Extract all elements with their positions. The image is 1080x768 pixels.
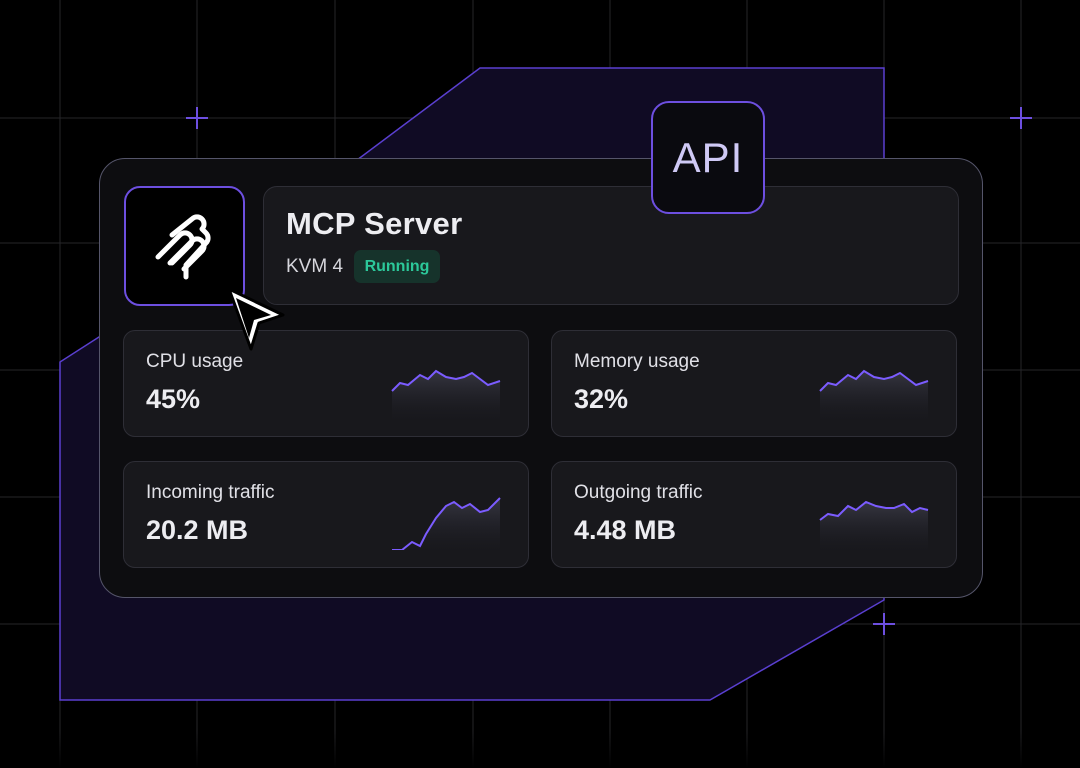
server-logo-icon — [155, 214, 211, 280]
crosshair-icon — [186, 107, 208, 129]
api-label: API — [672, 133, 744, 181]
memory-sparkline — [819, 369, 929, 419]
metric-label: Memory usage — [574, 351, 700, 372]
metric-card-memory[interactable]: Memory usage 32% — [551, 330, 957, 437]
cpu-sparkline — [391, 369, 501, 419]
metric-value: 20.2 MB — [146, 515, 249, 545]
crosshair-icon — [1010, 107, 1032, 129]
server-header-panel — [263, 186, 959, 305]
cursor-icon — [227, 287, 285, 351]
metric-value: 45% — [146, 384, 201, 414]
crosshair-icon — [873, 613, 895, 635]
metric-value: 4.48 MB — [574, 515, 677, 545]
incoming-sparkline — [392, 497, 501, 550]
metric-card-outgoing[interactable]: Outgoing traffic 4.48 MB — [551, 461, 957, 568]
metric-value: 32% — [574, 384, 629, 414]
server-name: MCP Server — [286, 206, 463, 241]
metric-card-cpu[interactable]: CPU usage 45% — [123, 330, 529, 437]
metric-card-incoming[interactable]: Incoming traffic 20.2 MB — [123, 461, 529, 568]
metric-label: CPU usage — [146, 351, 244, 372]
server-plan: KVM 4 — [286, 256, 344, 277]
server-logo[interactable] — [124, 186, 245, 306]
metric-label: Outgoing traffic — [574, 482, 703, 503]
api-badge[interactable]: API — [651, 101, 765, 214]
outgoing-sparkline — [819, 500, 929, 550]
metric-label: Incoming traffic — [146, 482, 275, 503]
status-badge: Running — [354, 250, 440, 283]
